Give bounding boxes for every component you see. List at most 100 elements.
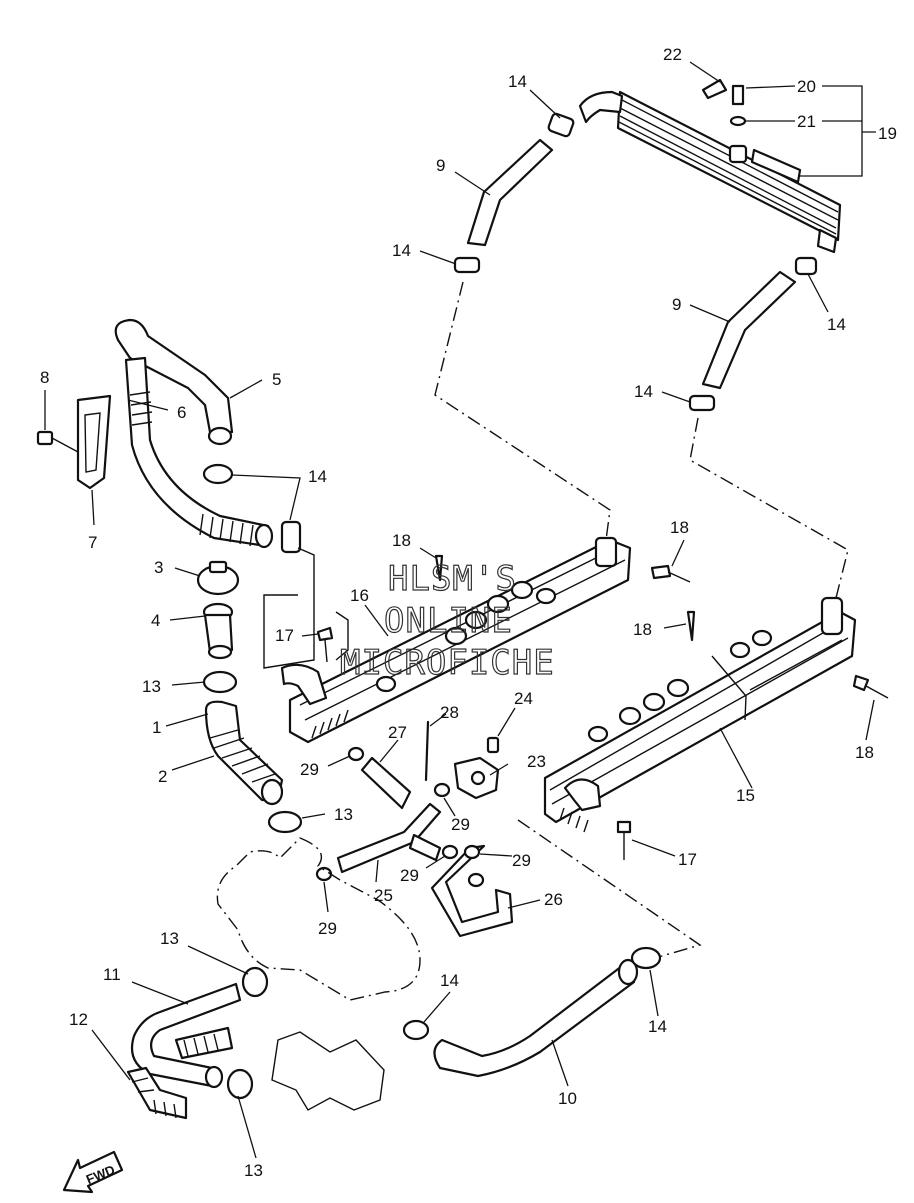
oil-cooler [578,90,842,254]
leader-27 [379,739,399,763]
leader-11 [131,981,189,1005]
leader-7 [91,489,95,526]
callout-29: 29 [451,815,470,834]
rivet-17a [301,611,349,663]
hose-6 [124,356,274,549]
callout-29: 29 [318,919,337,938]
engine-outline [216,837,421,1001]
callout-17: 17 [275,626,294,645]
leader-26 [507,899,541,909]
leader-13a [171,681,206,686]
hose-9-upper [453,112,575,274]
bracket-19 [800,85,876,177]
leader-29e [323,881,329,913]
callout-27: 27 [388,723,407,742]
leader-25 [375,859,379,883]
callout-14: 14 [648,1017,667,1036]
callout-8: 8 [40,368,49,387]
cooling-rail-16 [280,536,632,744]
callout-18: 18 [670,518,689,537]
callout-22: 22 [663,45,682,64]
clamp-13c [241,966,269,998]
callout-28: 28 [440,703,459,722]
callout-14: 14 [440,971,459,990]
clamp-14e [202,463,302,554]
clamp-13d [226,1068,254,1100]
callout-23: 23 [527,752,546,771]
rivet-18c [663,610,696,642]
hose-26 [430,844,514,938]
callout-4: 4 [151,611,160,630]
connection-line-a [434,281,611,541]
bolt-24 [486,707,516,754]
cap-3 [196,560,240,596]
callout-15: 15 [736,786,755,805]
leader-13c [187,945,249,975]
hose-25 [336,802,442,874]
leader-23 [489,763,509,776]
clamp-14g [630,946,662,970]
leader-6 [127,399,169,411]
leader-29a [327,755,351,767]
callout-13: 13 [142,677,161,696]
hose-27 [360,756,412,810]
callout-18: 18 [855,743,874,762]
callout-5: 5 [272,370,281,389]
callout-17: 17 [678,850,697,869]
forward-arrow-icon: FWD [62,1150,124,1194]
clamp-13b [267,810,303,834]
hose-5 [114,318,234,446]
thermostat-4 [202,602,234,660]
callout-1: 1 [152,718,161,737]
rivet-22 [689,61,728,100]
leader-29c [425,855,446,869]
leader-13d [237,1095,257,1159]
callout-25: 25 [374,886,393,905]
callout-2: 2 [158,767,167,786]
callout-9: 9 [436,156,445,175]
leader-9a [454,171,491,196]
callout-20: 20 [797,77,816,96]
connection-line-b [689,417,849,599]
hose-12 [126,1026,234,1120]
fitting-23 [453,756,500,800]
washer-21 [729,115,795,127]
watermark-line2: ONLINE [384,601,513,641]
callout-labels: 22 20 21 19 14 9 14 9 14 14 8 5 6 14 7 3… [40,45,897,1180]
callout-3: 3 [154,558,163,577]
callout-14: 14 [392,241,411,260]
callout-18: 18 [392,531,411,550]
leader-15 [719,727,753,789]
guide-line-14e [263,547,315,669]
leader-16 [364,604,389,637]
leader-2 [171,755,215,771]
leader-29b [443,797,456,817]
rod-28 [424,713,447,782]
callout-13: 13 [334,805,353,824]
cooling-rail-15 [543,596,857,833]
callout-10: 10 [558,1089,577,1108]
leader-29d [479,853,513,857]
callout-21: 21 [797,112,816,131]
watermark-line3: MICROFICHE [340,643,555,683]
callout-26: 26 [544,890,563,909]
leader-14d [661,391,691,403]
bolt-20 [731,84,796,106]
callout-12: 12 [69,1010,88,1029]
leader-9b [689,304,731,323]
callout-19: 19 [878,124,897,143]
leader-10 [551,1039,569,1087]
leader-14e [231,474,301,521]
clamp-13a [202,670,238,694]
rivet-18a [419,547,444,582]
hose-11 [130,982,242,1089]
leader-13b [301,813,326,819]
callout-14: 14 [508,72,527,91]
rivet-18b [650,539,691,583]
leader-12 [91,1029,131,1081]
callout-29: 29 [400,866,419,885]
hose-9-right [688,256,818,412]
leader-14a [529,89,561,119]
callout-14: 14 [634,382,653,401]
